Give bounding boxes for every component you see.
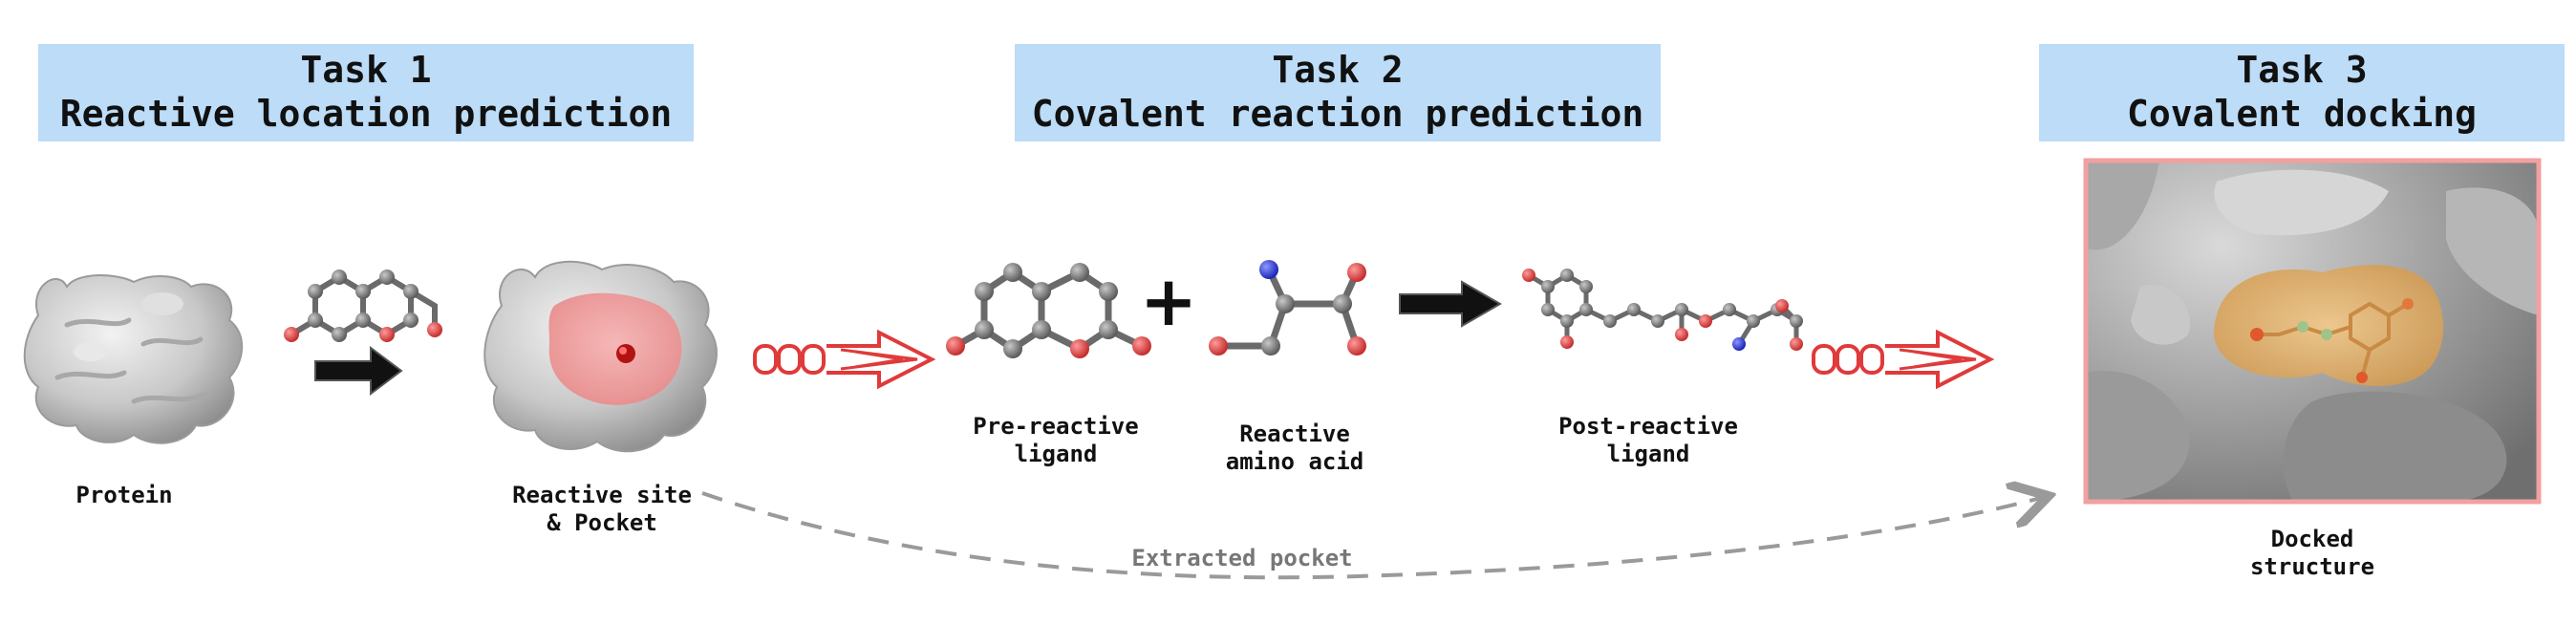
task-1-subtitle: Reactive location prediction xyxy=(59,93,673,135)
docked-structure-image xyxy=(2083,158,2542,505)
amino-acid-line-2: amino acid xyxy=(1225,448,1364,475)
reactive-site-line-1: Reactive site xyxy=(512,482,692,508)
task-2-title: Task 2 xyxy=(1272,49,1404,91)
protein-surface-icon xyxy=(23,274,244,444)
amino-acid-molecule xyxy=(1209,260,1366,356)
reactive-site-label: Reactive site & Pocket xyxy=(487,482,717,537)
protein-label: Protein xyxy=(75,482,173,508)
task-3-subtitle: Covalent docking xyxy=(2126,93,2478,135)
plus-sign: + xyxy=(1140,261,1197,341)
reactive-site-line-2: & Pocket xyxy=(547,509,657,536)
task-2-subtitle: Covalent reaction prediction xyxy=(1031,93,1644,135)
task-3-header: Task 3 Covalent docking xyxy=(2039,44,2565,141)
pre-reactive-line-2: ligand xyxy=(1014,441,1098,467)
pre-reactive-ligand-molecule xyxy=(946,263,1151,358)
reaction-arrow-icon-2 xyxy=(1399,280,1503,328)
amino-acid-line-1: Reactive xyxy=(1239,420,1350,447)
flow-arrow-icon xyxy=(753,329,936,390)
pre-reactive-label: Pre-reactive ligand xyxy=(946,413,1166,468)
task-3-title: Task 3 xyxy=(2236,49,2368,91)
task-1-header: Task 1 Reactive location prediction xyxy=(38,44,694,141)
post-reactive-label: Post-reactive ligand xyxy=(1538,413,1758,468)
docked-label: Docked structure xyxy=(2217,526,2408,581)
post-reactive-ligand-molecule xyxy=(1522,269,1803,351)
protein-pocket-icon xyxy=(483,260,718,453)
docked-line-1: Docked xyxy=(2270,526,2354,552)
amino-acid-label: Reactive amino acid xyxy=(1185,420,1405,476)
dashed-curve-arrow-icon xyxy=(701,493,2045,580)
reaction-arrow-icon xyxy=(314,346,403,396)
task-2-header: Task 2 Covalent reaction prediction xyxy=(1015,44,1661,141)
post-reactive-line-2: ligand xyxy=(1606,441,1690,467)
task-1-title: Task 1 xyxy=(300,49,432,91)
pre-reactive-line-1: Pre-reactive xyxy=(973,413,1139,440)
extracted-pocket-label: Extracted pocket xyxy=(1131,545,1353,571)
docked-line-2: structure xyxy=(2249,553,2375,580)
post-reactive-line-1: Post-reactive xyxy=(1558,413,1738,440)
flow-arrow-icon-2 xyxy=(1812,329,1995,390)
